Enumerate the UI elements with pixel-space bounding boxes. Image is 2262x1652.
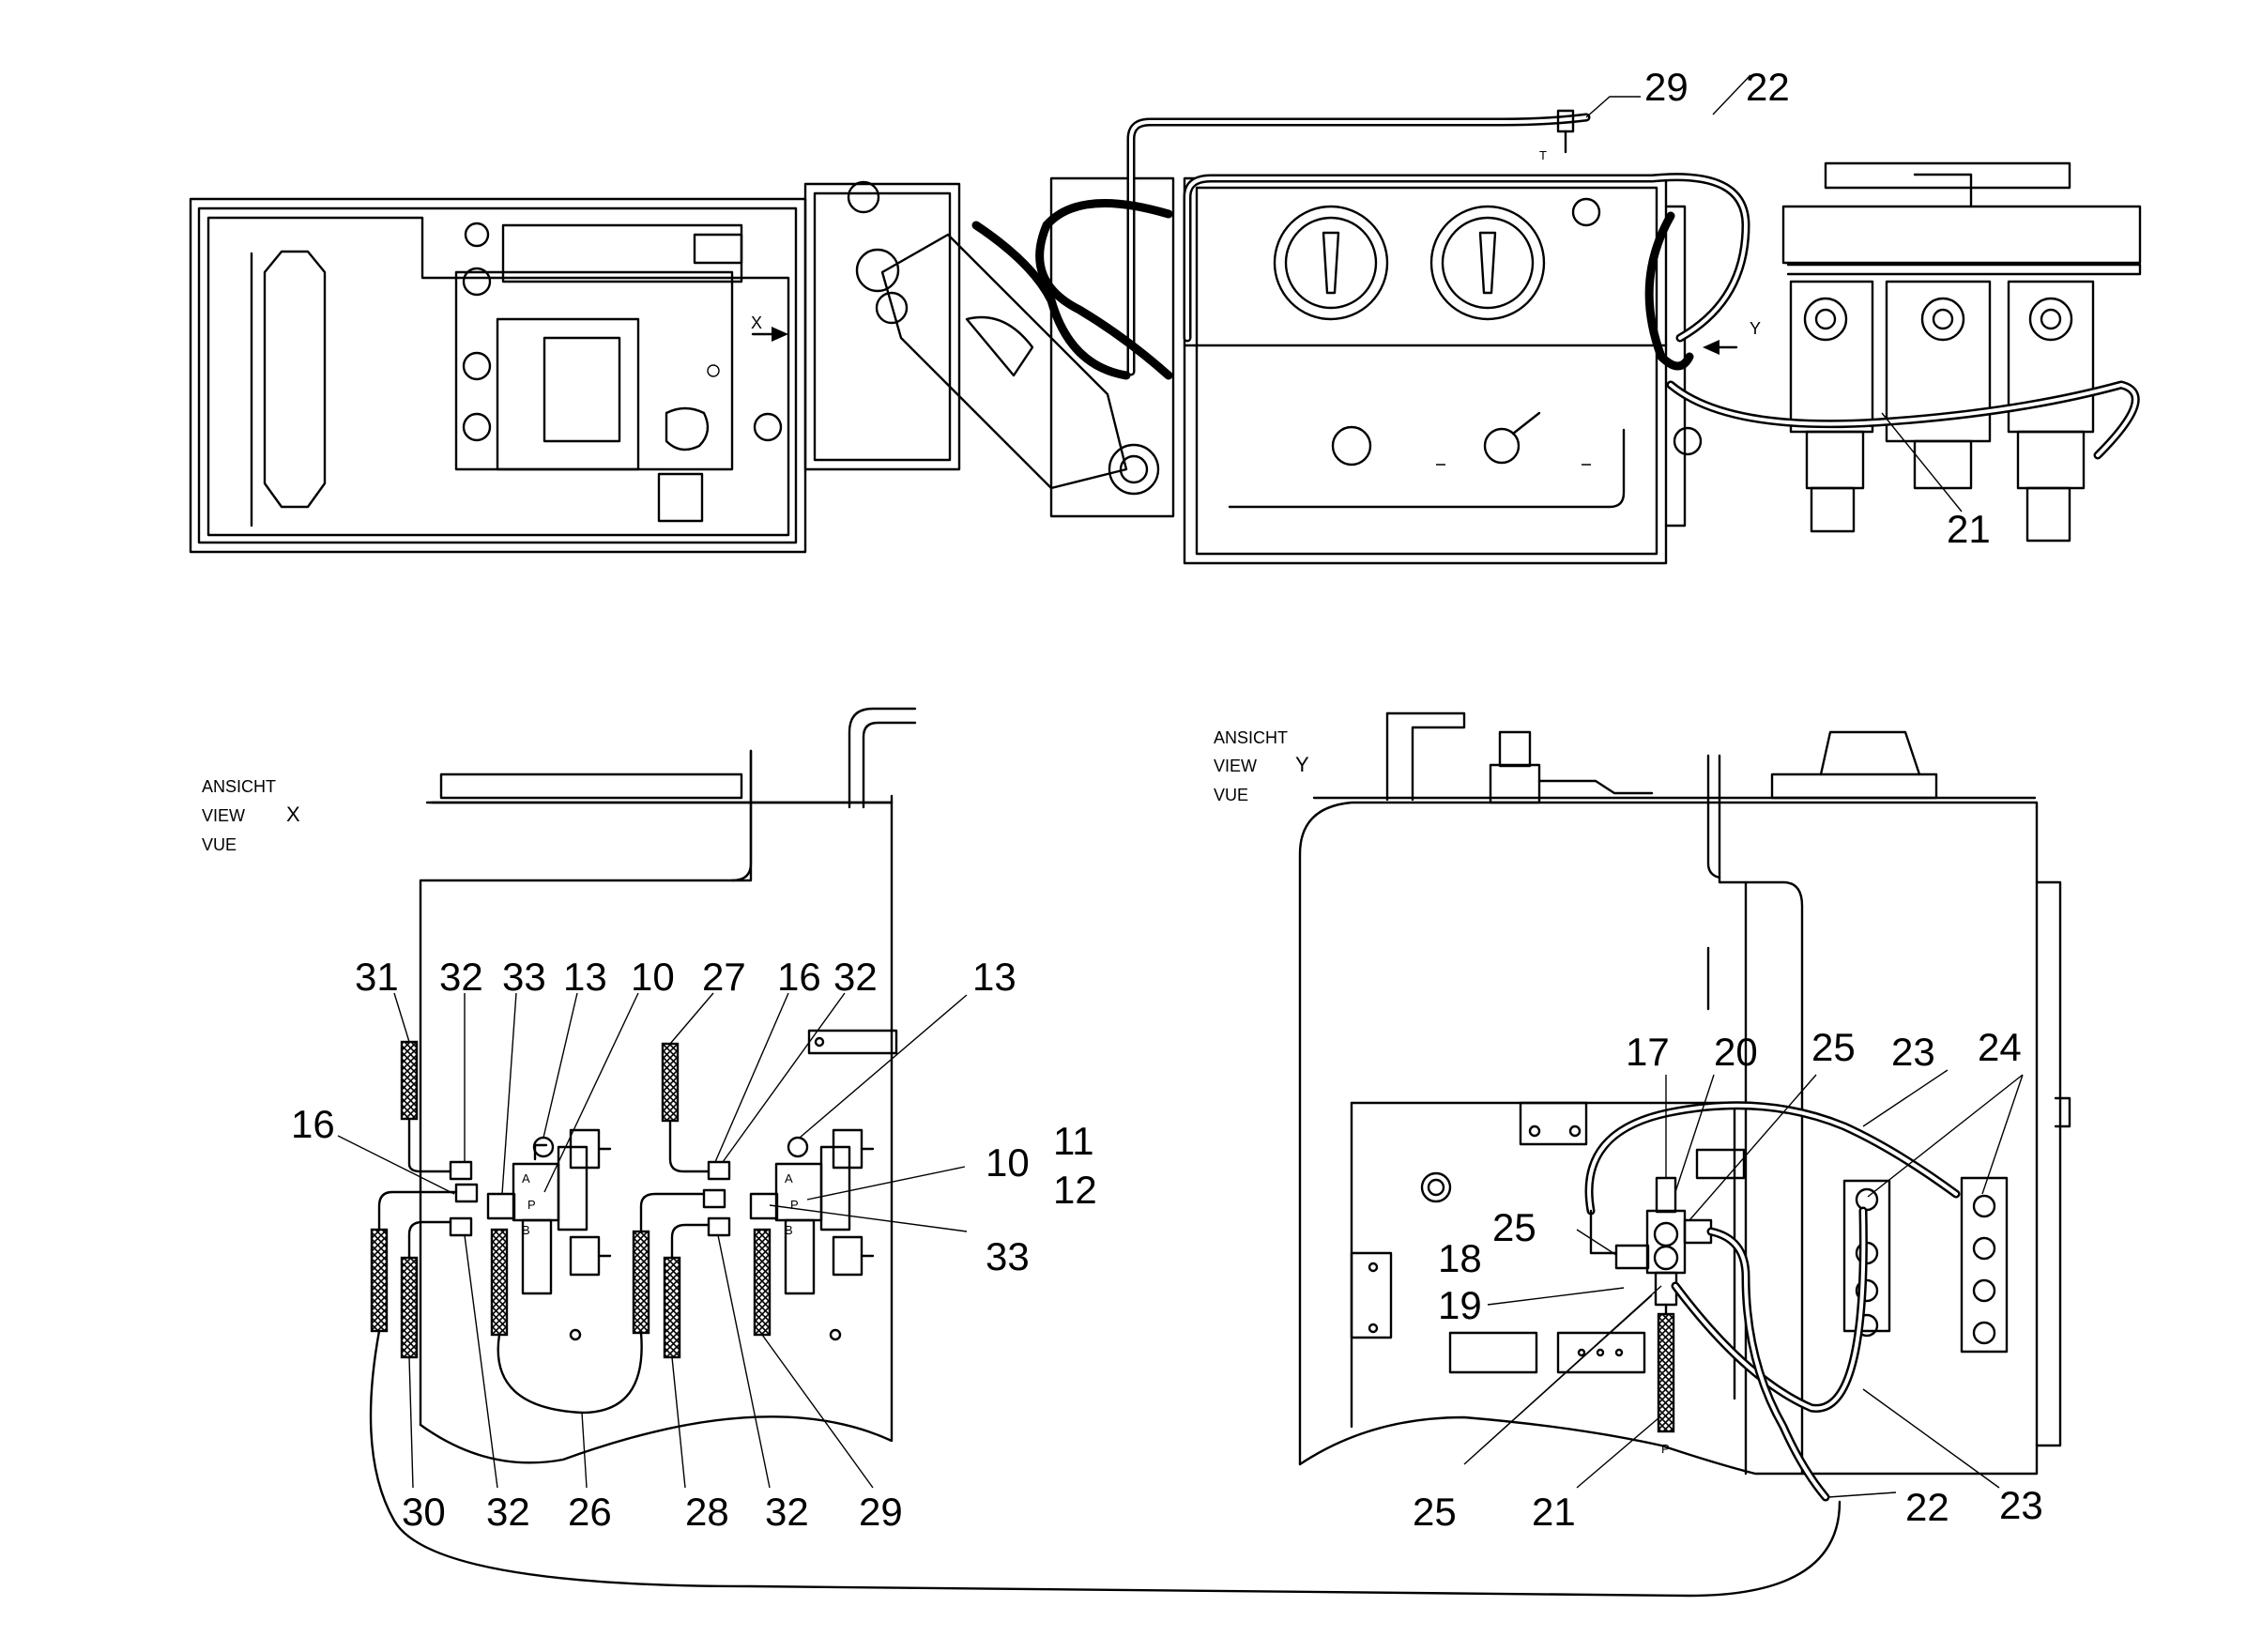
callout-32-d: 32 bbox=[765, 1490, 809, 1534]
callout-29-top: 29 bbox=[1644, 65, 1689, 109]
callout-32-b: 32 bbox=[833, 955, 878, 999]
callout-23-b: 23 bbox=[1999, 1483, 2043, 1527]
view-y-callouts: 17 20 25 23 24 25 18 19 25 21 22 23 bbox=[1413, 1025, 2043, 1534]
port-b1: B bbox=[522, 1223, 530, 1237]
view-y-heading-en: VIEW bbox=[1214, 757, 1257, 775]
port-a2: A bbox=[785, 1171, 793, 1185]
callout-22-top: 22 bbox=[1746, 65, 1790, 109]
callout-21-y: 21 bbox=[1532, 1490, 1576, 1534]
callout-12: 12 bbox=[1053, 1168, 1097, 1212]
callout-20: 20 bbox=[1714, 1030, 1758, 1074]
port-p2: P bbox=[790, 1198, 799, 1212]
port-b2: B bbox=[785, 1223, 793, 1237]
view-y-arrow: Y bbox=[1703, 319, 1761, 355]
callout-28: 28 bbox=[685, 1490, 729, 1534]
callout-31: 31 bbox=[355, 955, 399, 999]
cab-platform bbox=[189, 197, 807, 554]
callout-18: 18 bbox=[1438, 1236, 1482, 1280]
port-p-y: P bbox=[1661, 1442, 1670, 1456]
callout-33-b: 33 bbox=[986, 1234, 1030, 1278]
callout-27: 27 bbox=[702, 955, 746, 999]
view-y: ANSICHT VIEW VUE Y bbox=[1214, 711, 2071, 1534]
callout-16-a: 16 bbox=[777, 955, 821, 999]
callout-25-a: 25 bbox=[1811, 1025, 1856, 1069]
callout-26: 26 bbox=[568, 1490, 612, 1534]
callout-32-c: 32 bbox=[486, 1490, 530, 1534]
callout-33-a: 33 bbox=[502, 955, 546, 999]
callout-13-b: 13 bbox=[972, 955, 1016, 999]
callout-11: 11 bbox=[1053, 1119, 1094, 1163]
view-x: ANSICHT VIEW VUE X A P B bbox=[202, 707, 1842, 1598]
port-t-label: T bbox=[1539, 148, 1547, 162]
callout-24: 24 bbox=[1978, 1025, 2022, 1069]
callout-25-b: 25 bbox=[1492, 1205, 1536, 1249]
callout-17: 17 bbox=[1626, 1030, 1670, 1074]
top-view: X Y T 29 22 21 bbox=[189, 65, 2142, 565]
valve-block-1: A P B bbox=[486, 1128, 612, 1295]
manifold-y bbox=[1614, 1176, 1713, 1307]
callout-23-a: 23 bbox=[1891, 1030, 1935, 1074]
callout-10-b: 10 bbox=[986, 1140, 1030, 1185]
view-x-arrow: X bbox=[751, 314, 788, 342]
view-x-arrow-label: X bbox=[751, 314, 762, 332]
port-p1: P bbox=[527, 1198, 536, 1212]
callout-13-a: 13 bbox=[563, 955, 607, 999]
callout-21-top: 21 bbox=[1947, 507, 1991, 551]
view-y-letter: Y bbox=[1295, 753, 1309, 776]
port-a1: A bbox=[522, 1171, 530, 1185]
callout-22-y: 22 bbox=[1905, 1485, 1949, 1529]
view-x-heading-fr: VUE bbox=[202, 835, 237, 854]
view-x-letter: X bbox=[286, 803, 300, 826]
pump-group bbox=[1781, 161, 2142, 543]
view-x-heading-en: VIEW bbox=[202, 806, 245, 825]
top-hoses bbox=[971, 113, 2140, 460]
callout-16-b: 16 bbox=[291, 1102, 335, 1146]
callout-10-a: 10 bbox=[631, 955, 675, 999]
view-y-arrow-label: Y bbox=[1750, 319, 1761, 338]
callout-19: 19 bbox=[1438, 1283, 1482, 1327]
hoses-y: P bbox=[1584, 1101, 1961, 1502]
hydraulic-tank-plan bbox=[1183, 176, 1703, 565]
view-y-heading-de: ANSICHT bbox=[1214, 728, 1288, 747]
view-y-heading-fr: VUE bbox=[1214, 786, 1248, 804]
callout-30: 30 bbox=[402, 1490, 446, 1534]
callout-25-c: 25 bbox=[1413, 1490, 1457, 1534]
mid-frame bbox=[803, 176, 1175, 518]
callout-32-a: 32 bbox=[439, 955, 483, 999]
view-x-heading-de: ANSICHT bbox=[202, 777, 276, 796]
hoses-x bbox=[369, 1040, 1842, 1598]
callout-29-x: 29 bbox=[859, 1490, 903, 1534]
view-x-callouts: 31 32 33 13 10 27 16 32 13 16 10 11 12 3… bbox=[291, 955, 1097, 1534]
